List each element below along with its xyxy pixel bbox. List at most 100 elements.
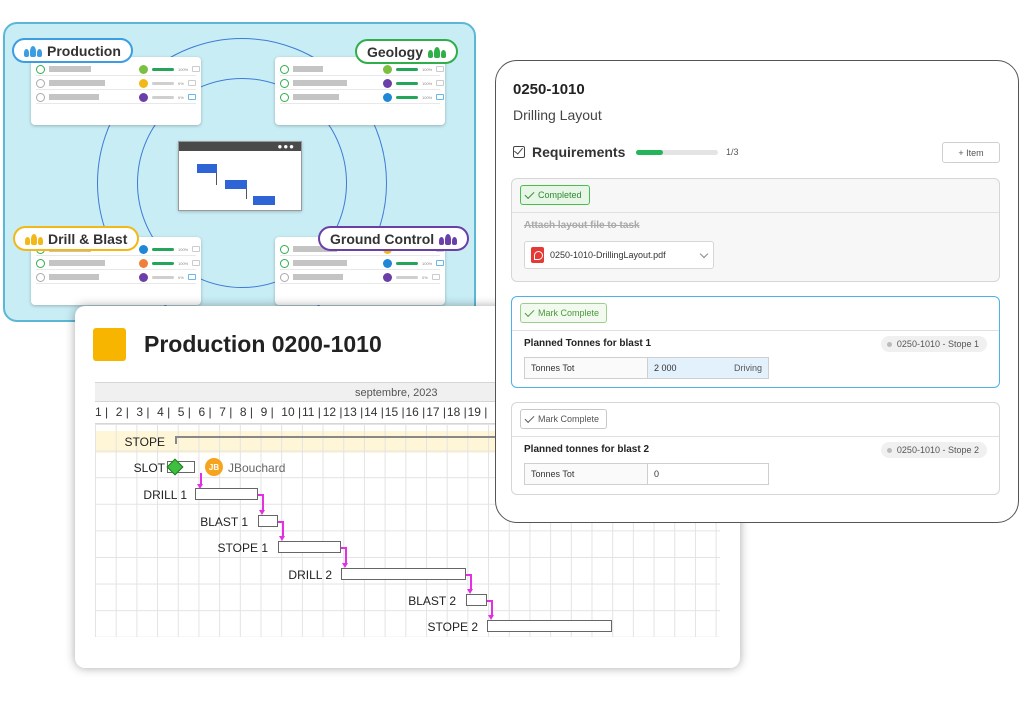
- mini-task-bar: [225, 180, 247, 189]
- task-label-drill1: DRILL 1: [143, 488, 187, 502]
- stope-tag[interactable]: 0250-1010 - Stope 1: [880, 336, 987, 352]
- team-badge-production[interactable]: Production: [12, 38, 133, 63]
- day-label: 1 |: [95, 405, 109, 419]
- dependency-link: [466, 574, 471, 576]
- completed-button[interactable]: Completed: [520, 185, 590, 205]
- day-label: 6 |: [198, 405, 212, 419]
- task-bar-blast1[interactable]: [258, 515, 278, 527]
- task-bar-stope1[interactable]: [278, 541, 341, 553]
- people-icon: [428, 46, 447, 58]
- day-label: 4 |: [157, 405, 171, 419]
- team-badge-ground-control[interactable]: Ground Control: [318, 226, 470, 251]
- task-bar-drill1[interactable]: [195, 488, 258, 500]
- stope-summary-bar[interactable]: [175, 436, 505, 444]
- gantt-header: Production 0200-1010: [93, 328, 382, 361]
- team-overview-panel: ●●● 100% 0% 0% 100% 100% 100% 100% 100% …: [3, 22, 476, 322]
- day-label: 12 |: [322, 405, 343, 419]
- day-scale: 1 |2 |3 |4 |5 |6 |7 |8 |9 |10 |11 |12 |1…: [95, 402, 740, 424]
- day-label: 18 |: [446, 405, 467, 419]
- requirements-title: Requirements: [532, 144, 626, 160]
- day-label: 15 |: [384, 405, 405, 419]
- tonnes-field: Tonnes Tot 2 000 Driving: [524, 357, 769, 379]
- month-label: septembre, 2023: [355, 387, 438, 399]
- dependency-link: [341, 547, 346, 549]
- task-label-slot: SLOT: [133, 461, 165, 475]
- task-label-blast1: BLAST 1: [200, 515, 248, 529]
- dependency-link: [278, 521, 283, 523]
- stope-tag[interactable]: 0250-1010 - Stope 2: [880, 442, 987, 458]
- task-detail-panel: 0250-1010 Drilling Layout Requirements 1…: [495, 60, 1019, 523]
- dependency-arrow-icon: [488, 615, 494, 620]
- check-icon: [524, 306, 535, 317]
- day-label: 13 |: [343, 405, 364, 419]
- requirements-header: Requirements: [513, 144, 625, 160]
- file-name: 0250-1010-DrillingLayout.pdf: [550, 250, 666, 260]
- task-code: 0250-1010: [513, 81, 585, 98]
- dependency-link: [470, 574, 472, 590]
- task-label-blast2: BLAST 2: [408, 594, 456, 608]
- team-color-square-icon: [93, 328, 126, 361]
- checkbox-list-icon: [513, 146, 525, 158]
- day-label: 17 |: [426, 405, 446, 419]
- day-label: 2 |: [115, 405, 129, 419]
- mini-task-bar: [253, 196, 275, 205]
- task-bar-drill2[interactable]: [341, 568, 466, 580]
- mark-complete-button[interactable]: Mark Complete: [520, 303, 608, 323]
- people-icon: [24, 45, 42, 57]
- dependency-arrow-icon: [467, 589, 473, 594]
- tonnes-input[interactable]: 0: [648, 464, 768, 484]
- requirement-card-active: Mark Complete Planned Tonnes for blast 1…: [511, 296, 1000, 388]
- assignee-avatar: JB: [205, 458, 223, 476]
- mark-complete-button[interactable]: Mark Complete: [520, 409, 608, 429]
- task-name: Drilling Layout: [513, 107, 602, 123]
- mini-link: [246, 189, 247, 199]
- task-bar-stope2[interactable]: [487, 620, 612, 632]
- outer-ring: [97, 38, 387, 320]
- field-label: Tonnes Tot: [525, 464, 648, 484]
- dependency-link: [200, 473, 202, 485]
- team-label: Production: [47, 42, 121, 59]
- check-icon: [524, 188, 535, 199]
- field-value: 0: [654, 469, 660, 479]
- people-icon: [25, 233, 43, 245]
- status-label: Mark Complete: [538, 414, 600, 424]
- team-task-card: 100% 100% 100%: [275, 57, 445, 125]
- field-unit: Driving: [733, 363, 762, 373]
- mini-link: [216, 173, 217, 185]
- dependency-link: [262, 494, 264, 511]
- dependency-arrow-icon: [342, 563, 348, 568]
- tonnes-input[interactable]: 2 000 Driving: [648, 358, 768, 378]
- team-task-card: 100% 0% 0%: [31, 57, 201, 125]
- task-label-drill2: DRILL 2: [288, 568, 332, 582]
- day-label: 8 |: [239, 405, 254, 419]
- mini-gantt-window: ●●●: [178, 141, 302, 211]
- day-label: 14 |: [364, 405, 384, 419]
- team-badge-geology[interactable]: Geology: [355, 39, 459, 64]
- window-dots-icon: ●●●: [277, 142, 295, 151]
- task-bar-blast2[interactable]: [466, 594, 487, 606]
- requirement-text: Planned Tonnes for blast 1: [524, 338, 652, 349]
- requirement-card: Completed Attach layout file to task 025…: [511, 178, 1000, 282]
- dependency-arrow-icon: [259, 510, 265, 515]
- day-label: 9 |: [260, 405, 274, 419]
- check-icon: [524, 412, 535, 423]
- tonnes-field: Tonnes Tot 0: [524, 463, 769, 485]
- dependency-link: [282, 521, 284, 537]
- attached-file-chip[interactable]: 0250-1010-DrillingLayout.pdf: [524, 241, 714, 269]
- chevron-down-icon[interactable]: [699, 249, 709, 258]
- status-label: Completed: [538, 190, 582, 200]
- requirements-progress-fill: [636, 150, 664, 155]
- dependency-link: [491, 600, 493, 616]
- day-label: 5 |: [177, 405, 191, 419]
- requirement-card: Mark Complete Planned tonnes for blast 2…: [511, 402, 1000, 495]
- add-item-button[interactable]: + Item: [942, 142, 1000, 163]
- dependency-arrow-icon: [197, 484, 203, 489]
- status-label: Mark Complete: [538, 308, 600, 318]
- day-label: 16 |: [405, 405, 426, 419]
- day-label: 10 |: [281, 405, 302, 419]
- team-badge-drill-blast[interactable]: Drill & Blast: [13, 226, 140, 251]
- pdf-file-icon: [531, 247, 544, 263]
- requirement-text: Planned tonnes for blast 2: [524, 444, 650, 455]
- day-label: 7 |: [219, 405, 233, 419]
